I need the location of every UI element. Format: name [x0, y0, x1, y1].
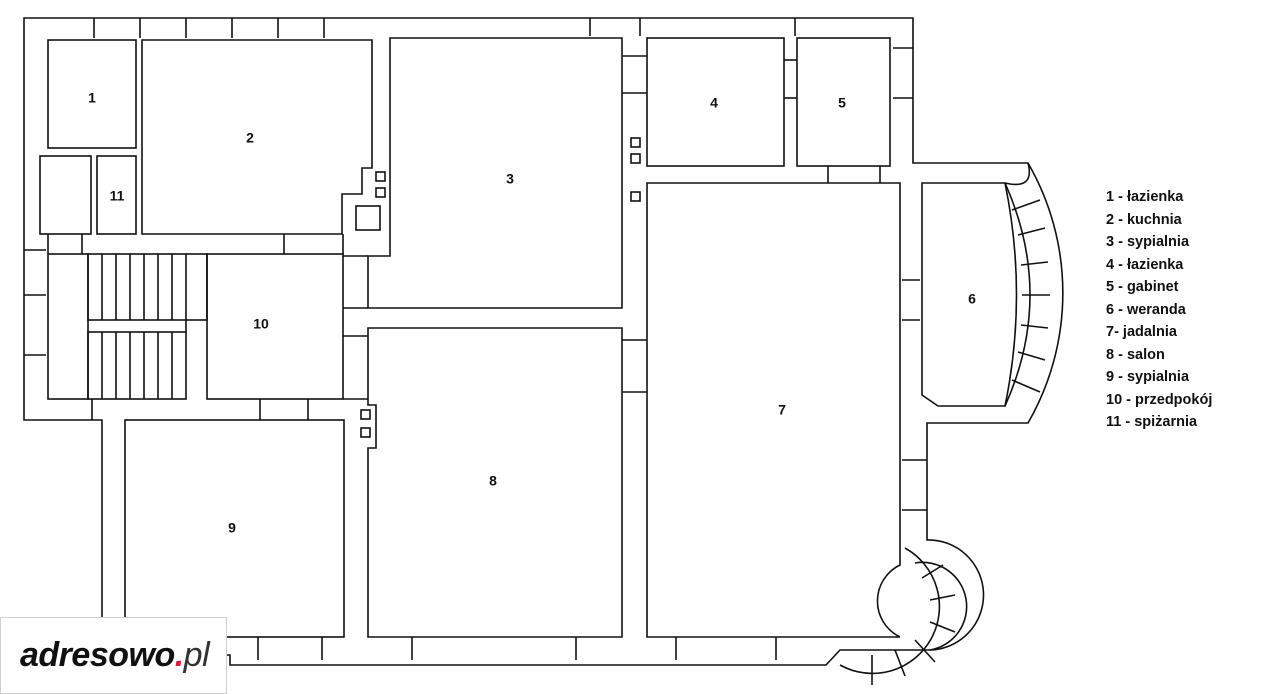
wall-segments — [24, 18, 927, 660]
room-8-shape — [367, 327, 623, 638]
room-label-2: 2 — [246, 130, 254, 146]
staircase — [87, 253, 208, 400]
room-label-4: 4 — [710, 95, 718, 111]
room-11-shape — [96, 155, 137, 235]
legend-item-6: 6 - weranda — [1106, 301, 1186, 318]
room-9-shape — [124, 419, 345, 638]
room-label-3: 3 — [506, 171, 514, 187]
legend-item-2: 2 - kuchnia — [1106, 211, 1182, 228]
room-2-shape — [141, 39, 373, 235]
logo-tld: pl — [183, 636, 210, 674]
legend-item-7: 7- jadalnia — [1106, 324, 1177, 340]
interior-wall-segments — [47, 55, 881, 420]
legend-item-9: 9 - sypialnia — [1106, 369, 1190, 385]
legend-item-5: 5 - gabinet — [1106, 279, 1179, 295]
room-label-7: 7 — [778, 402, 786, 418]
logo-dot: . — [174, 636, 184, 674]
room-label-9: 9 — [228, 520, 236, 536]
legend-item-8: 8 - salon — [1106, 346, 1165, 363]
legend-item-1: 1 - łazienka — [1106, 189, 1184, 205]
logo-text: adresowo.pl — [20, 636, 210, 675]
room-label-6: 6 — [968, 291, 976, 307]
room-label-10: 10 — [253, 316, 269, 332]
legend-item-11: 11 - spiżarnia — [1106, 414, 1198, 430]
room-1-shape — [47, 39, 137, 149]
room-5-shape — [796, 37, 891, 167]
vent-squares — [355, 137, 641, 438]
room-label-11: 11 — [110, 188, 125, 204]
bay-window — [839, 547, 968, 685]
legend-item-10: 10 - przedpokój — [1106, 391, 1213, 408]
adresowo-logo[interactable]: adresowo.pl — [0, 617, 227, 694]
room-10-shape — [206, 253, 344, 400]
room-3-shape — [367, 37, 623, 309]
legend-item-3: 3 - sypialnia — [1106, 234, 1190, 250]
veranda-glazing — [1004, 162, 1050, 407]
room-legend: 1 - łazienka 2 - kuchnia 3 - sypialnia 4… — [1106, 186, 1212, 434]
closet-shape — [39, 155, 92, 235]
stair-landing — [47, 253, 89, 400]
outer-wall — [23, 17, 1064, 666]
legend-item-4: 4 - łazienka — [1106, 256, 1184, 273]
room-label-1: 1 — [88, 90, 96, 106]
room-label-8: 8 — [489, 473, 497, 489]
room-4-shape — [646, 37, 785, 167]
logo-name: adresowo — [20, 636, 175, 674]
room-7-shape — [646, 182, 901, 638]
room-label-5: 5 — [838, 95, 846, 111]
